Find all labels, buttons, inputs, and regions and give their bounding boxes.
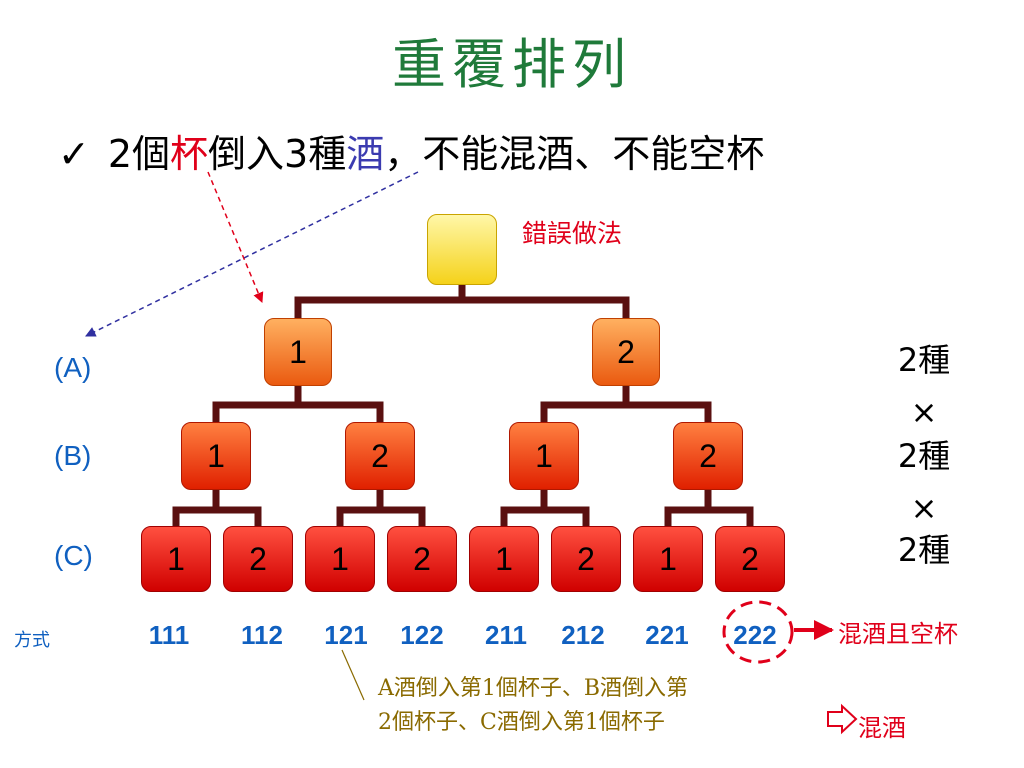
bullet-text-3: 倒入3種 (208, 132, 347, 176)
tree-node-level2: 1 (181, 422, 251, 490)
tree-root-node (427, 214, 497, 285)
combo-label: 112 (241, 620, 283, 650)
mixed-label: 混酒 (858, 714, 906, 742)
combo-label: 111 (148, 620, 190, 650)
combo-label: 222 (733, 620, 777, 650)
tree-node-level3: 1 (633, 526, 703, 592)
hollow-arrow-icon (827, 703, 858, 735)
combo-label: 121 (324, 620, 368, 650)
combo-label: 212 (561, 620, 605, 650)
tree-node-level1: 1 (264, 318, 332, 386)
wine-pointer-arrow (85, 171, 419, 337)
bullet-text-1: 2個 (107, 132, 171, 176)
tree-node-level3: 2 (387, 526, 457, 592)
count-note: 2種 (897, 437, 951, 475)
check-icon: ✓ (58, 132, 90, 176)
multiply-sign: × (910, 489, 938, 527)
tree-node-level2: 2 (673, 422, 743, 490)
cup-pointer-arrow (207, 171, 264, 303)
count-note: 2種 (897, 341, 951, 379)
combo-label: 221 (645, 620, 689, 650)
explanation-text: A酒倒入第1個杯子、B酒倒入第 2個杯子、C酒倒入第1個杯子 (378, 672, 688, 740)
tree-node-level2: 2 (345, 422, 415, 490)
count-note: 2種 (897, 531, 951, 569)
page-title: 重覆排列 (392, 33, 632, 96)
explanation-line-1: A酒倒入第1個杯子、B酒倒入第 (378, 676, 689, 701)
bullet-text-5: ，不能混酒、不能空杯 (384, 132, 765, 176)
explain-pointer-line (341, 649, 365, 701)
tree-node-level2: 1 (509, 422, 579, 490)
explanation-line-2: 2個杯子、C酒倒入第1個杯子 (378, 710, 665, 735)
bullet-text-cup: 杯 (170, 132, 209, 176)
level-label-a: (A) (54, 352, 92, 383)
tree-node-level3: 2 (551, 526, 621, 592)
tree-node-level3: 1 (469, 526, 539, 592)
method-label: 方式 (14, 630, 50, 651)
tree-branches (172, 281, 754, 530)
bullet-statement: ✓ 2個杯倒入3種酒，不能混酒、不能空杯 (58, 135, 764, 173)
combo-label: 211 (485, 620, 527, 650)
multiply-sign: × (910, 393, 938, 431)
mixed-empty-label: 混酒且空杯 (838, 620, 958, 648)
tree-node-level3: 1 (305, 526, 375, 592)
bullet-text-wine: 酒 (346, 132, 385, 176)
tree-node-level1: 2 (592, 318, 660, 386)
combo-label: 122 (400, 620, 444, 650)
level-label-b: (B) (54, 440, 92, 471)
highlight-ellipse-222 (722, 600, 794, 664)
tree-node-level3: 2 (223, 526, 293, 592)
tree-node-level3: 2 (715, 526, 785, 592)
level-label-c: (C) (54, 540, 93, 571)
wrong-method-label: 錯誤做法 (522, 219, 623, 248)
tree-node-level3: 1 (141, 526, 211, 592)
